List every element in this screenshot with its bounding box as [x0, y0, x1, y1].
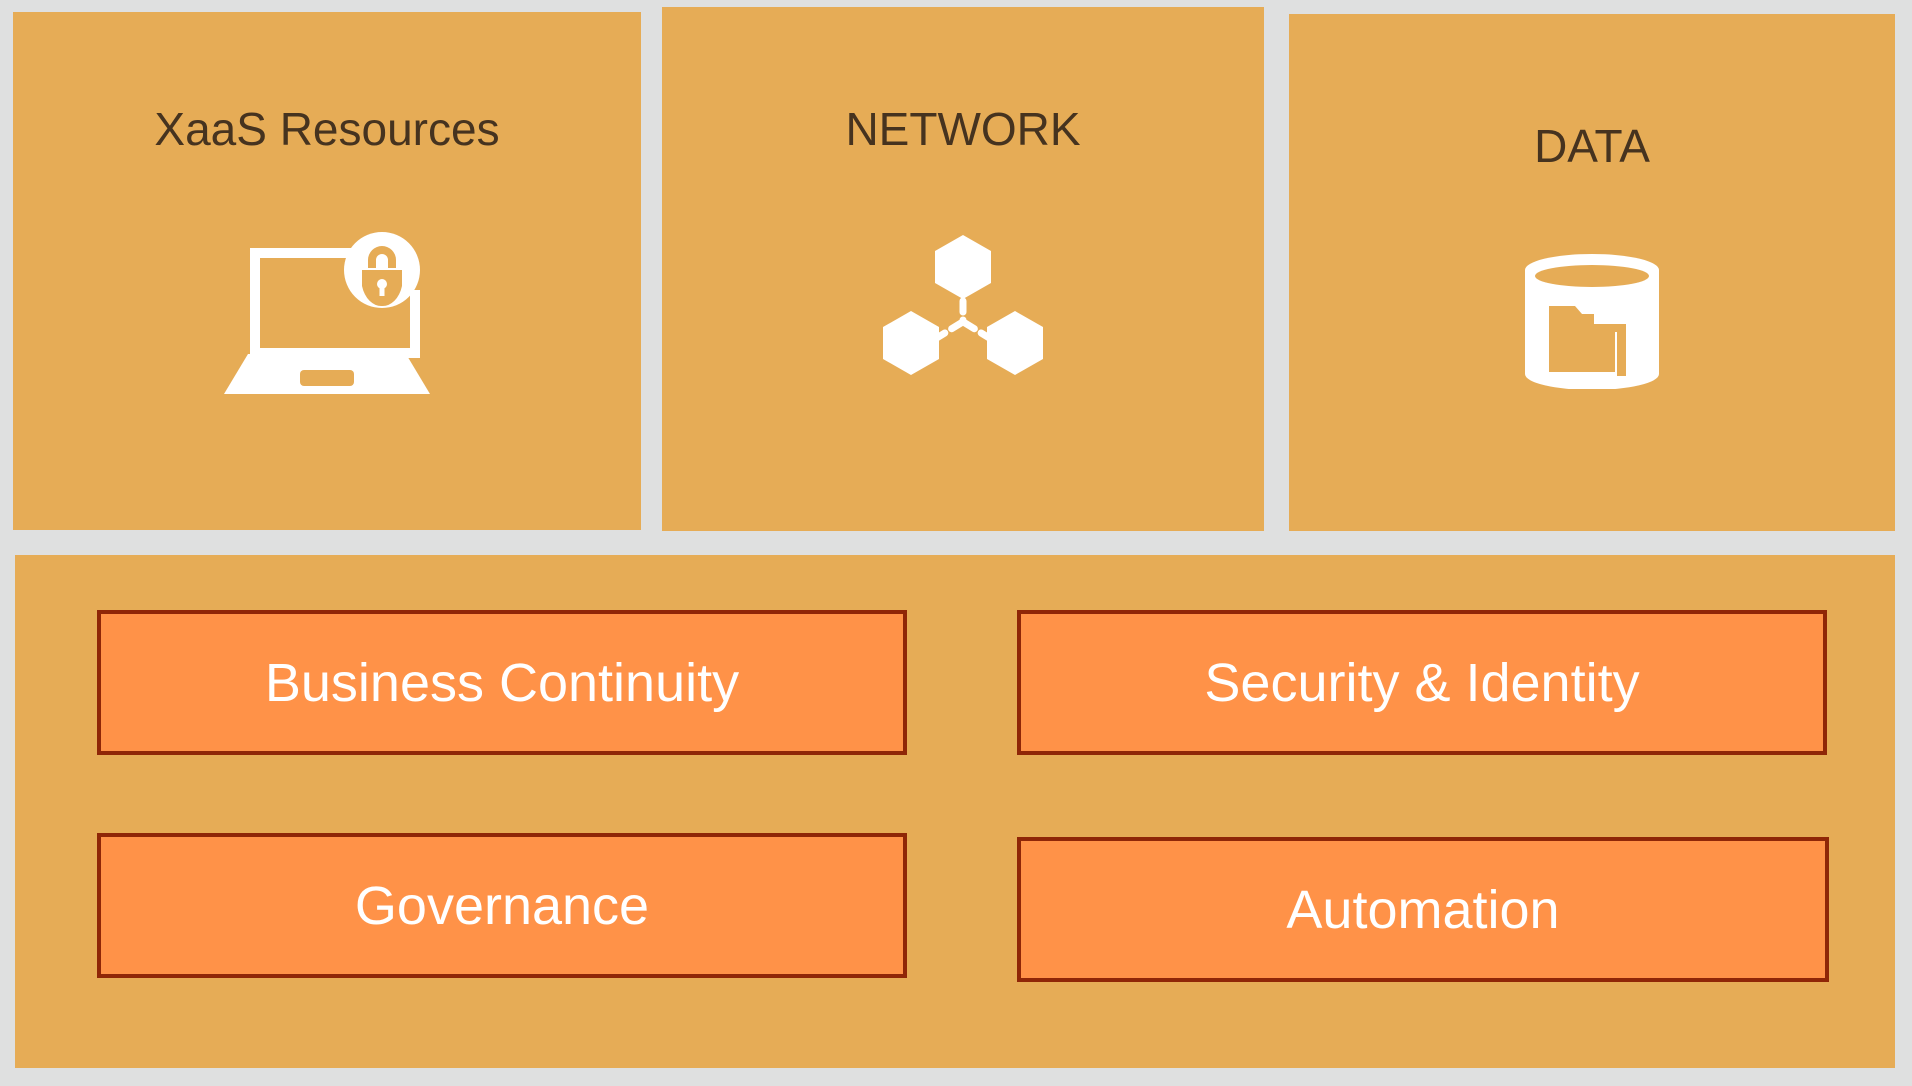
panel-foundation-capabilities: Business Continuity Security & Identity …: [15, 555, 1895, 1068]
panel-title-data: DATA: [1534, 120, 1650, 172]
capability-box-governance[interactable]: Governance: [97, 833, 907, 978]
database-folder-icon: [1517, 254, 1667, 389]
capability-label-security-identity: Security & Identity: [1204, 652, 1640, 713]
panel-xaas-resources[interactable]: XaaS Resources: [13, 12, 641, 530]
capability-box-business-continuity[interactable]: Business Continuity: [97, 610, 907, 755]
network-nodes-icon: [873, 225, 1053, 385]
capability-label-business-continuity: Business Continuity: [264, 652, 740, 713]
panel-title-xaas: XaaS Resources: [154, 103, 500, 155]
panel-title-network: NETWORK: [845, 103, 1081, 155]
panel-data[interactable]: DATA: [1289, 14, 1895, 531]
capability-box-security-identity[interactable]: Security & Identity: [1017, 610, 1827, 755]
capability-box-automation[interactable]: Automation: [1017, 837, 1829, 982]
panel-network[interactable]: NETWORK: [662, 7, 1264, 531]
laptop-lock-icon: [222, 230, 432, 400]
capability-label-automation: Automation: [1286, 879, 1560, 940]
capability-label-governance: Governance: [354, 875, 650, 936]
